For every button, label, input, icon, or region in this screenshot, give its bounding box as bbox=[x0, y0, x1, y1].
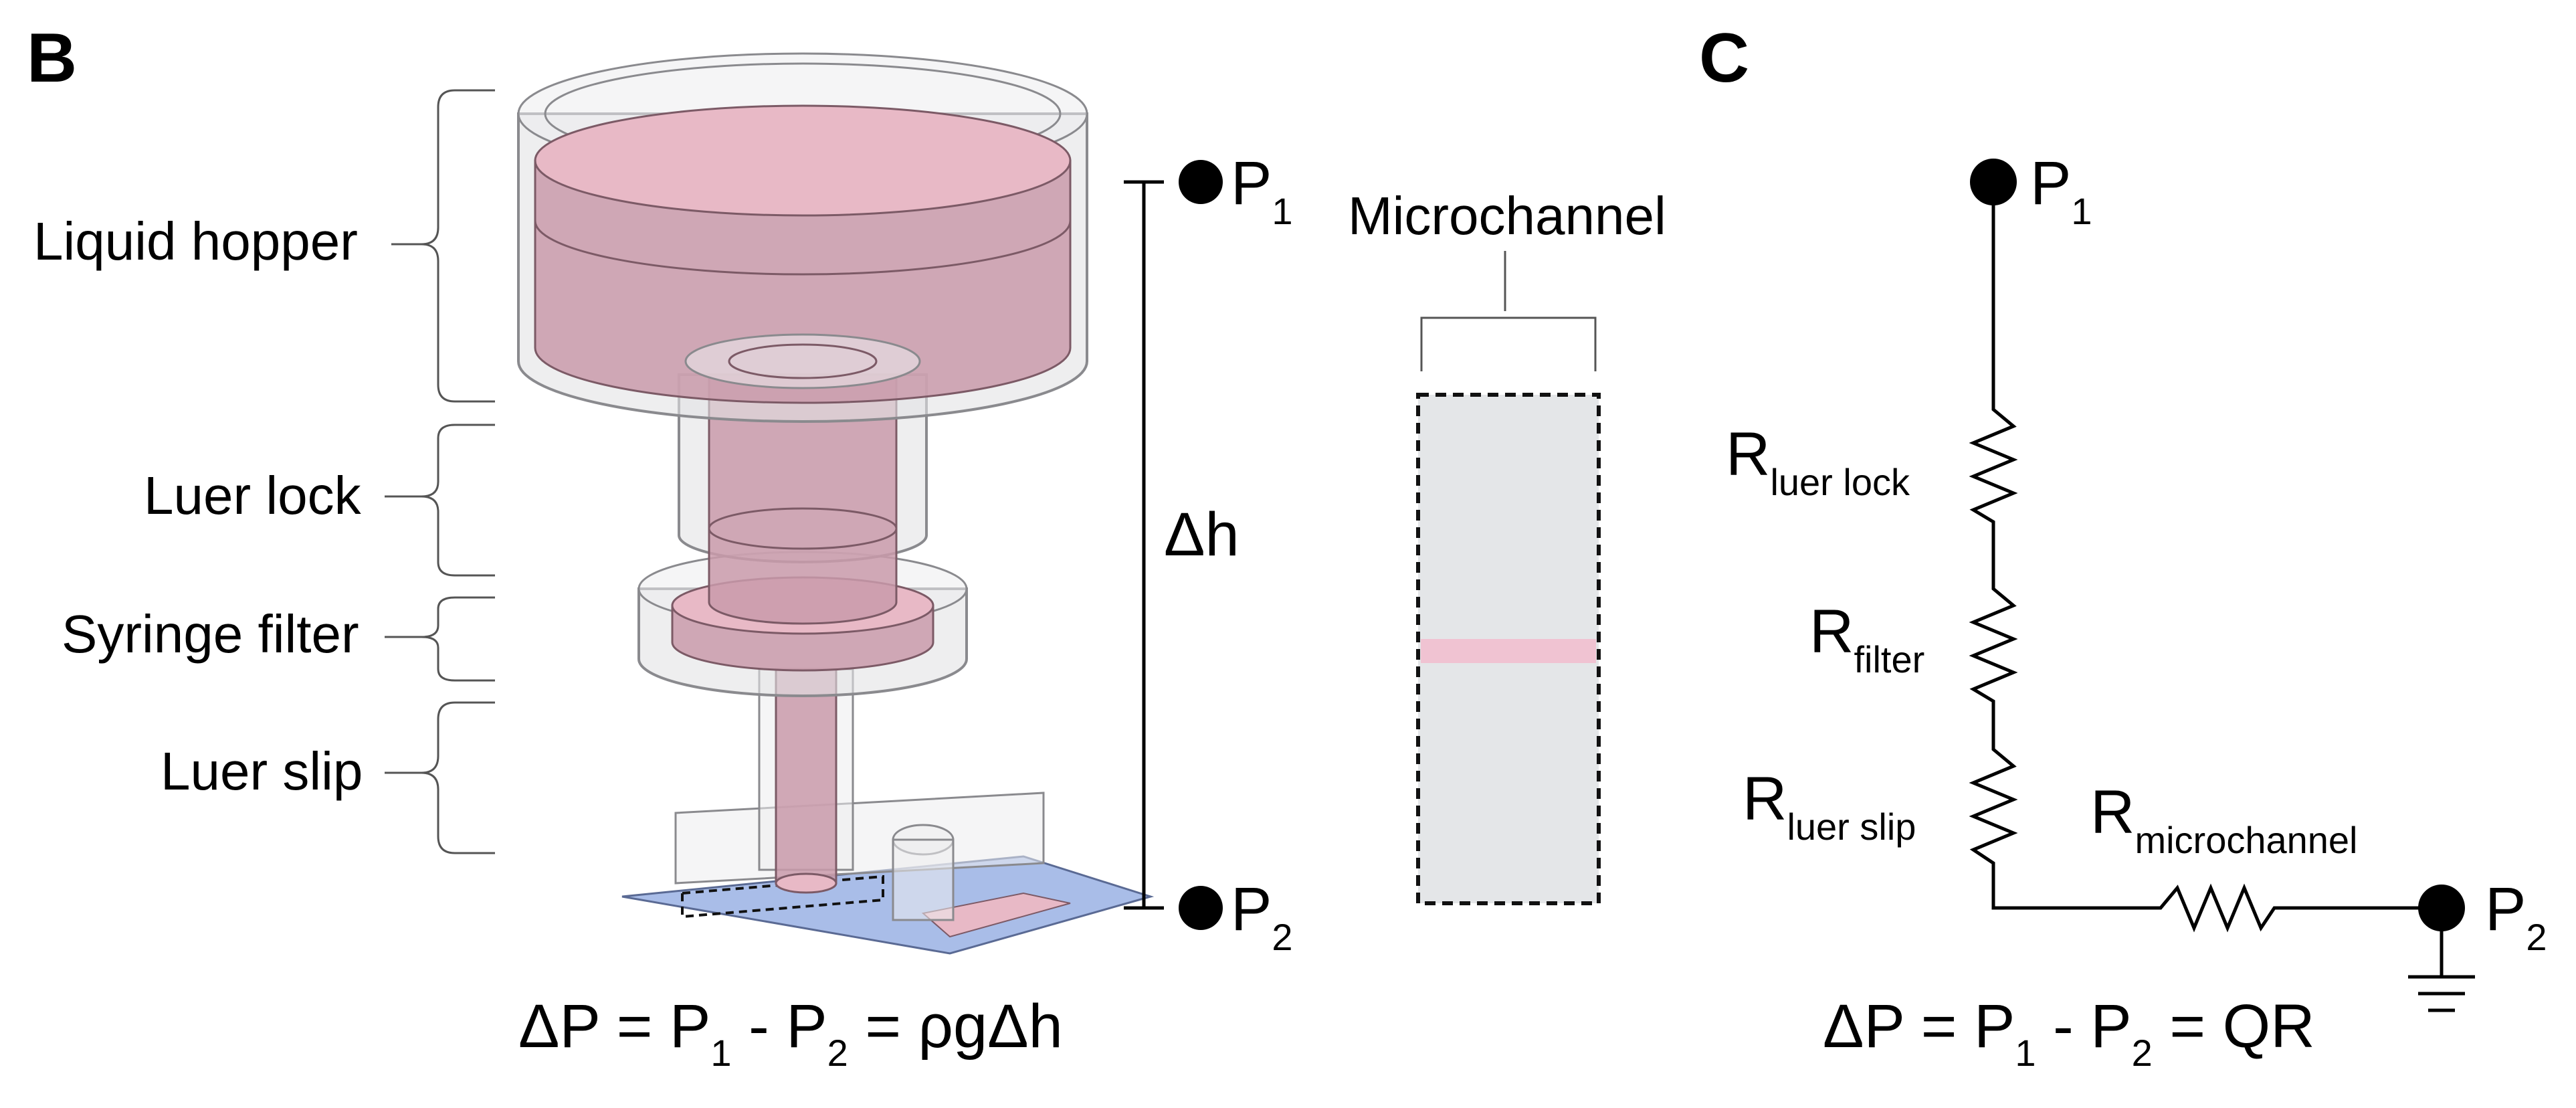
p2-node-b bbox=[1179, 886, 1223, 930]
equation-b: ΔP = P1 - P2 = ρgΔh bbox=[518, 992, 1063, 1074]
delta-h-label: Δh bbox=[1164, 500, 1240, 569]
r-luer-lock-label: Rluer lock bbox=[1726, 420, 1910, 503]
p1-label-b: P1 bbox=[1231, 149, 1293, 232]
luer-slip-liquid-bottom bbox=[775, 872, 837, 894]
p2-node-c bbox=[2418, 885, 2465, 931]
brace-syringe-filter bbox=[385, 596, 495, 682]
label-luer-slip: Luer slip bbox=[161, 741, 363, 801]
p1-label-c: P1 bbox=[2030, 149, 2092, 232]
r-filter-label: Rfilter bbox=[1809, 597, 1924, 680]
luer-slip-liquid bbox=[775, 668, 837, 885]
label-liquid-hopper: Liquid hopper bbox=[33, 211, 358, 271]
label-syringe-filter: Syringe filter bbox=[62, 604, 359, 664]
panel-b-letter: B bbox=[27, 19, 77, 97]
brace-liquid-hopper bbox=[391, 89, 495, 403]
label-luer-lock: Luer lock bbox=[144, 466, 362, 525]
hopper-outlet-inner bbox=[728, 343, 878, 379]
microchannel-bracket bbox=[1420, 251, 1597, 371]
microchannel-label: Microchannel bbox=[1348, 186, 1666, 246]
chip-outlet-tube bbox=[892, 838, 955, 921]
device-illustration bbox=[517, 52, 1155, 955]
chip-outlet-liquid bbox=[921, 892, 1071, 938]
r-luer-slip-label: Rluer slip bbox=[1743, 765, 1916, 848]
microchannel-stripe bbox=[1421, 639, 1596, 663]
p1-node-b bbox=[1179, 160, 1223, 204]
r-microchannel-label: Rmicrochannel bbox=[2090, 778, 2358, 861]
circuit bbox=[1969, 182, 2475, 1012]
brace-luer-lock bbox=[385, 424, 495, 577]
panel-c-letter: C bbox=[1699, 19, 1749, 97]
luer-lock-liquid bbox=[708, 373, 898, 625]
hopper-outlet-top bbox=[684, 333, 921, 389]
p2-label-c: P2 bbox=[2485, 875, 2547, 958]
brace-luer-slip bbox=[385, 701, 495, 854]
height-scale-bar bbox=[1124, 180, 1164, 910]
luer-lock-ring bbox=[708, 507, 898, 550]
equation-c: ΔP = P1 - P2 = QR bbox=[1823, 992, 2315, 1074]
p2-label-b: P2 bbox=[1231, 875, 1293, 958]
hopper-inner-line bbox=[534, 220, 1072, 276]
hopper-liquid bbox=[534, 159, 1072, 404]
hopper-liquid-top bbox=[534, 104, 1072, 217]
circuit-wire bbox=[1969, 182, 2444, 977]
p1-node-c bbox=[1970, 159, 2017, 205]
